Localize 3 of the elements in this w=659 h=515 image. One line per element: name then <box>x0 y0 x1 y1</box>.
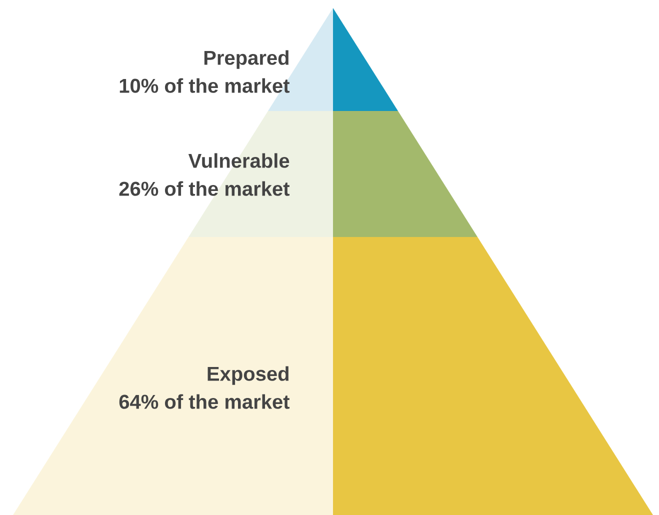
tier-label: Vulnerable 26% of the market <box>119 153 290 196</box>
tier-label: Exposed 64% of the market <box>119 366 290 409</box>
tier-label: Prepared 10% of the market <box>120 50 290 93</box>
